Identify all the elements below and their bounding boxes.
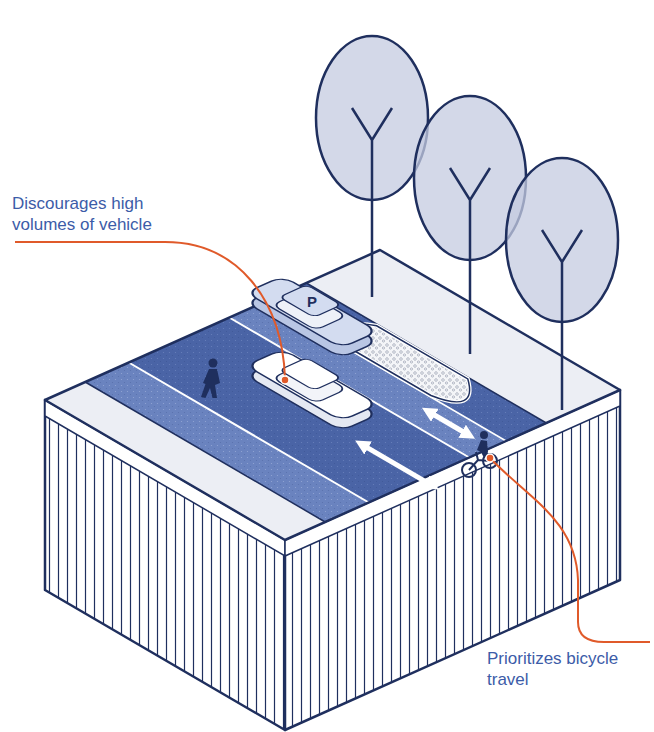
parking-sign-letter: P bbox=[302, 292, 322, 311]
tree-trunk bbox=[561, 322, 564, 410]
street-tree bbox=[506, 158, 618, 410]
parked-car bbox=[246, 276, 378, 358]
cyclist-figure bbox=[462, 431, 497, 477]
leader-dot bbox=[486, 454, 494, 462]
tree-canopy bbox=[316, 36, 428, 200]
car-roof bbox=[279, 285, 341, 317]
car-body-top bbox=[246, 276, 378, 348]
two-way-arrow bbox=[364, 446, 430, 484]
tree-trunk bbox=[469, 260, 472, 354]
parking-lane bbox=[266, 283, 546, 441]
moving-car bbox=[246, 349, 378, 431]
pedestrian-figure bbox=[201, 359, 220, 399]
tree-trunk bbox=[371, 200, 374, 297]
street-tree bbox=[316, 36, 428, 297]
cyclist-head bbox=[480, 431, 488, 439]
callout-text: Prioritizes bicycle travel bbox=[487, 648, 647, 690]
bicycle-lane bbox=[229, 301, 506, 458]
pedestrian-head bbox=[209, 359, 218, 368]
tree-branches bbox=[542, 230, 582, 322]
tree-branches bbox=[450, 168, 490, 260]
car-roof bbox=[279, 358, 341, 390]
car-body-top bbox=[246, 349, 378, 421]
callout-text: Discourages high volumes of vehicle bbox=[12, 193, 182, 235]
two-way-arrow bbox=[431, 413, 466, 434]
pedestrian-body bbox=[201, 369, 220, 398]
leader-line bbox=[490, 458, 650, 642]
tree-branches bbox=[352, 108, 392, 200]
leader-dot bbox=[281, 376, 289, 384]
lane-line bbox=[129, 363, 369, 503]
leader-line bbox=[15, 242, 285, 378]
tree-canopy bbox=[506, 158, 618, 322]
curb-line bbox=[85, 382, 325, 522]
